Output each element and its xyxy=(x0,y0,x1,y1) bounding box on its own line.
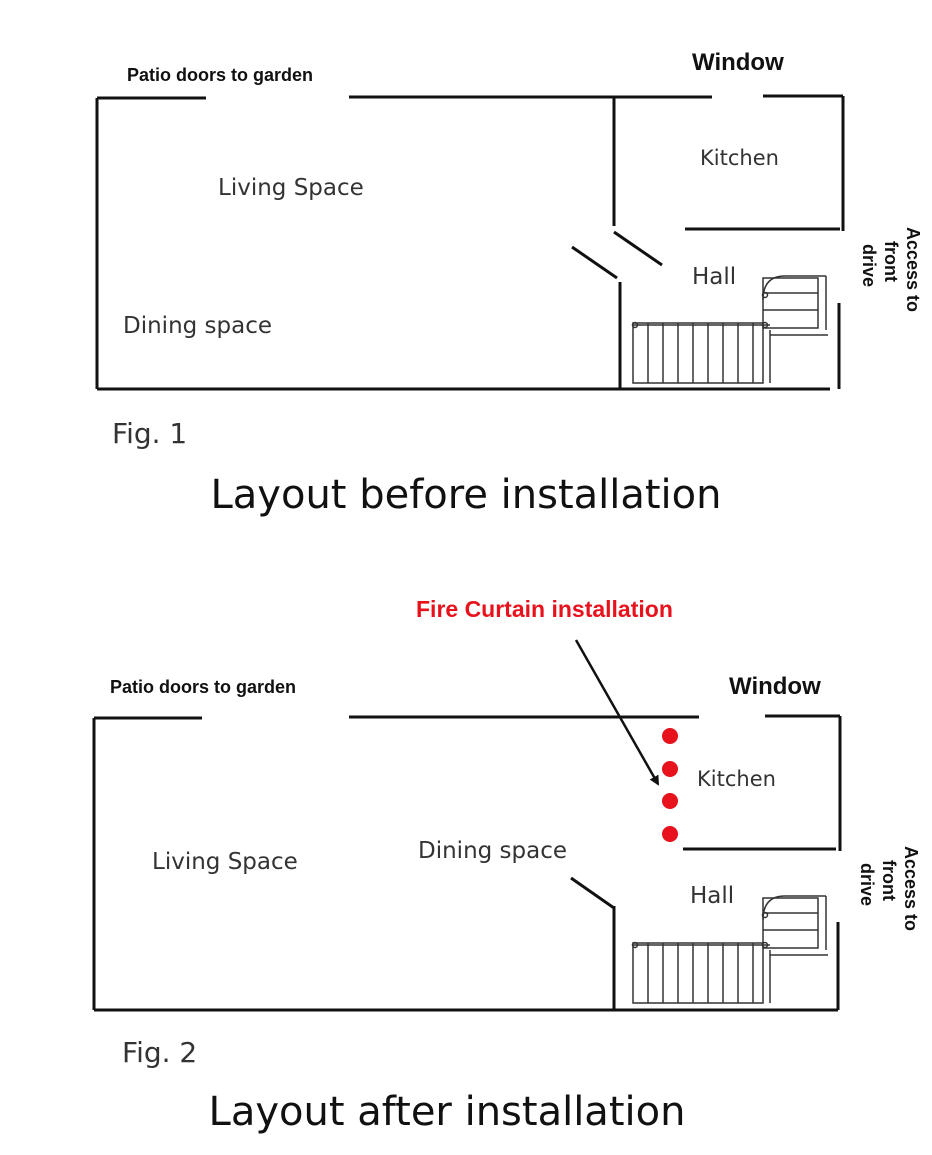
figure-caption: Layout before installation xyxy=(211,472,722,518)
walls xyxy=(95,94,845,391)
fire-curtain-marker xyxy=(662,761,678,777)
staircase-landing xyxy=(762,897,819,949)
kitchen-door xyxy=(613,230,663,267)
svg-text:drive: drive xyxy=(859,244,879,287)
living-space-label: Living Space xyxy=(152,849,298,875)
staircase-flight xyxy=(632,942,764,1004)
figure-label: Fig. 1 xyxy=(112,417,187,450)
walls xyxy=(92,714,842,1012)
svg-text:front: front xyxy=(881,241,901,282)
fire-curtain-label: Fire Curtain installation xyxy=(416,596,673,622)
figure-caption: Layout after installation xyxy=(209,1089,686,1135)
staircase-handrail xyxy=(762,895,826,921)
hall-label: Hall xyxy=(692,264,736,290)
staircase-flight xyxy=(632,322,764,384)
hall-label: Hall xyxy=(690,883,734,909)
dining-space-label: Dining space xyxy=(418,838,567,864)
figure-2-after: Fire Curtain installation Patio doors to… xyxy=(92,596,921,1135)
svg-text:drive: drive xyxy=(857,863,877,906)
kitchen-label: Kitchen xyxy=(700,146,779,170)
figure-1-before: Patio doors to garden Window xyxy=(95,49,923,518)
svg-text:Access to: Access to xyxy=(903,227,923,312)
patio-doors-label: Patio doors to garden xyxy=(110,677,296,697)
access-front-drive-label: Access to front drive xyxy=(859,227,923,312)
fire-curtain-marker xyxy=(662,728,678,744)
living-space-label: Living Space xyxy=(218,175,364,201)
window-label: Window xyxy=(729,673,821,700)
fire-curtain-markers xyxy=(662,728,678,842)
staircase-landing xyxy=(762,277,819,329)
kitchen-label: Kitchen xyxy=(697,767,776,791)
fire-curtain-marker xyxy=(662,793,678,809)
fire-curtain-arrow xyxy=(574,639,660,786)
patio-doors-label: Patio doors to garden xyxy=(127,65,313,85)
window-label: Window xyxy=(692,49,784,76)
staircase xyxy=(631,895,828,1004)
dining-space-label: Dining space xyxy=(123,313,272,339)
fire-curtain-marker xyxy=(662,826,678,842)
svg-text:front: front xyxy=(879,860,899,901)
access-front-drive-label: Access to front drive xyxy=(857,846,921,931)
staircase-handrail xyxy=(762,275,826,301)
living-door xyxy=(570,876,615,910)
svg-text:Access to: Access to xyxy=(901,846,921,931)
staircase xyxy=(631,275,828,384)
living-door xyxy=(571,245,618,280)
figure-label: Fig. 2 xyxy=(122,1036,197,1069)
